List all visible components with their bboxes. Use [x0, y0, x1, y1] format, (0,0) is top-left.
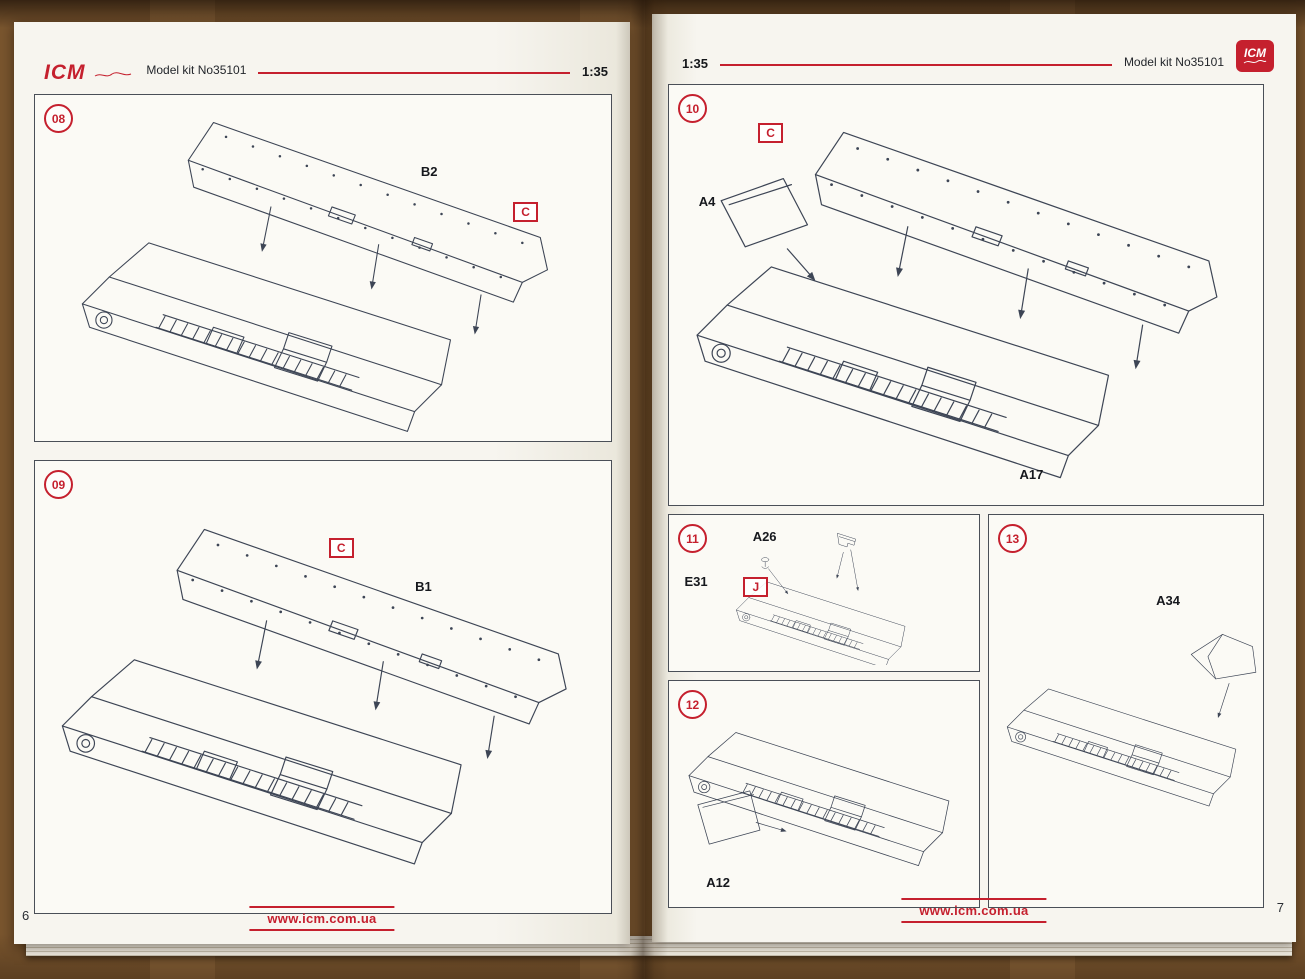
step-11-number: 11: [686, 531, 699, 546]
step-box-10: 10 C A4 A17: [668, 84, 1264, 506]
step-08-number: 08: [51, 111, 66, 126]
icm-logo-box-script: [1243, 59, 1267, 63]
part-label-b2: B2: [420, 164, 438, 180]
step-11-badge: 11: [678, 524, 707, 553]
icm-tagline-script: [95, 72, 132, 77]
scale-label: 1:35: [581, 64, 608, 79]
header-rule-right: [720, 64, 1112, 66]
page-left: ICM Model kit No35101 1:35 08 B2 C 09 C …: [14, 22, 630, 944]
step-10-drawing: [675, 91, 1257, 499]
step-box-11: 11 A26 E31 J: [668, 514, 980, 672]
footer-url-right: www.icm.com.ua: [901, 898, 1047, 923]
icm-logo-box: ICM: [1236, 40, 1274, 72]
step-09-drawing: [41, 467, 605, 907]
step-12-badge: 12: [678, 690, 707, 719]
page-number-right: 7: [1276, 900, 1284, 915]
part-label-a17: A17: [1019, 467, 1044, 483]
part-label-a4: A4: [698, 194, 716, 210]
step-box-13: 13 A34: [988, 514, 1264, 908]
step-10-badge: 10: [678, 94, 707, 123]
step-box-09: 09 C B1: [34, 460, 612, 914]
step-13-drawing: [995, 521, 1257, 901]
callout-c-10: C: [758, 122, 784, 143]
part-label-a26: A26: [752, 529, 777, 545]
part-label-a12: A12: [706, 875, 731, 891]
step-09-badge: 09: [44, 470, 73, 499]
page-right-header: 1:35 Model kit No35101 ICM: [682, 40, 1274, 72]
step-12-number: 12: [685, 697, 700, 712]
part-label-a34: A34: [1156, 593, 1180, 609]
step-09-number: 09: [51, 477, 66, 492]
step-box-08: 08 B2 C: [34, 94, 612, 442]
icm-logo-box-text: ICM: [1244, 45, 1266, 60]
step-08-drawing: [41, 101, 605, 435]
step-12-drawing: [675, 687, 973, 901]
step-13-number: 13: [1005, 531, 1020, 546]
footer-url-left: www.icm.com.ua: [249, 906, 395, 931]
page-right: 1:35 Model kit No35101 ICM 10 C A4 A17 1…: [652, 14, 1296, 942]
callout-c-09: C: [328, 537, 354, 558]
part-label-b1: B1: [415, 578, 432, 594]
step-08-badge: 08: [44, 104, 73, 133]
step-box-12: 12 A12: [668, 680, 980, 908]
callout-j-11: J: [743, 577, 769, 598]
kit-label-right: Model kit No35101: [1123, 55, 1224, 69]
step-10-number: 10: [685, 101, 700, 116]
callout-c-08: C: [513, 202, 539, 223]
icm-logo-text: ICM: [44, 61, 86, 84]
step-13-badge: 13: [998, 524, 1027, 553]
scale-label-right: 1:35: [682, 56, 709, 71]
icm-logo: ICM: [44, 62, 134, 83]
page-number-left: 6: [22, 908, 30, 923]
page-left-header: ICM Model kit No35101 1:35: [44, 52, 608, 83]
header-rule: [258, 72, 570, 74]
kit-label: Model kit No35101: [146, 63, 247, 77]
part-label-e31: E31: [684, 574, 708, 590]
step-11-drawing: [675, 521, 973, 665]
